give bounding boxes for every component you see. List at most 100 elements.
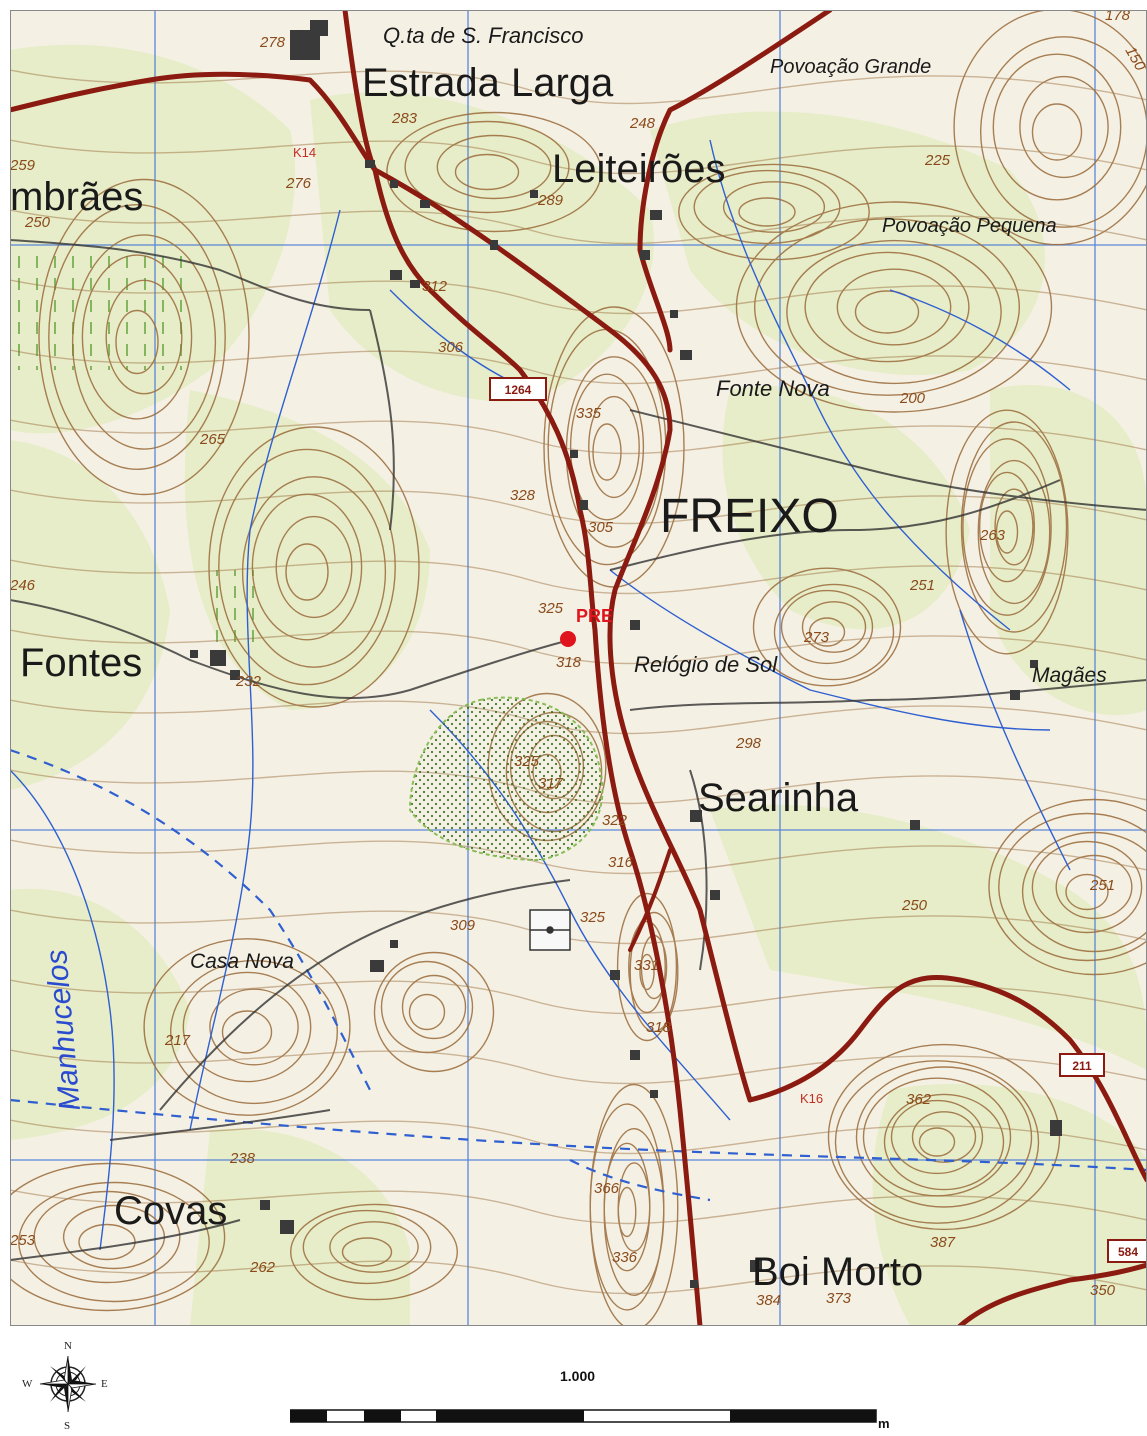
contour-ring [81,254,193,420]
contour-ring [1021,831,1147,953]
svg-text:250: 250 [901,897,928,914]
contour-line [10,1189,1147,1225]
road-badge-211: 211 [1059,1053,1105,1077]
contour-ring [911,1111,977,1163]
place-covas: Covas [114,1189,227,1233]
contour-ring [988,798,1147,976]
contour-ring [1031,103,1083,161]
contour-ring [18,1181,210,1303]
pre-marker[interactable]: PRE [560,606,613,647]
contour-ring [890,1099,984,1175]
svg-text:276: 276 [285,175,312,192]
place-names: Q.ta de S. Francisco Estrada Larga Povoa… [10,23,1107,1294]
place-mbraes: mbrães [10,175,143,219]
road-1264 [372,167,1147,1183]
contour-ring [143,938,351,1116]
svg-text:262: 262 [249,1259,276,1276]
contour-ring [1031,840,1143,934]
minor-roads [10,239,1147,1261]
compass-w: W [22,1378,33,1390]
contour-ring [588,395,640,499]
contour-ring [71,234,217,450]
place-fontes: Fontes [20,641,142,685]
place-freixo: FREIXO [660,490,839,543]
svg-text:316: 316 [608,854,634,871]
contour-ring [1019,75,1109,179]
contour-ring [808,617,846,647]
contour-line [10,1119,1147,1155]
contour-ring [827,1043,1061,1231]
svg-text:584: 584 [1118,1245,1138,1259]
svg-text:350: 350 [1090,1282,1116,1299]
svg-text:232: 232 [235,673,262,690]
svg-text:251: 251 [1089,877,1115,894]
svg-text:217: 217 [164,1032,191,1049]
compass-rose [39,1355,97,1413]
contour-ring [241,476,387,668]
svg-text:387: 387 [930,1234,956,1251]
place-relogio-de-sol: Relógio de Sol [634,652,778,677]
road-badge-1264: 1264 [489,377,547,401]
contour-ring [998,812,1147,962]
place-casa-nova: Casa Nova [190,950,294,973]
contour-ring [401,974,467,1040]
svg-text:318: 318 [646,1019,672,1036]
contour-ring [639,953,655,991]
svg-text:238: 238 [229,1150,256,1167]
contour-ring [592,423,622,481]
place-magaes: Magães [1032,664,1107,687]
contour-ring [678,163,870,261]
svg-text:306: 306 [438,339,464,356]
contour-ring [780,589,874,665]
contour-line [10,559,1147,595]
road-n-s [342,10,703,1326]
contour-ring [38,178,250,496]
svg-text:335: 335 [576,405,602,422]
svg-text:325: 325 [514,753,540,770]
contour-ring [285,543,329,601]
svg-text:312: 312 [422,278,448,295]
contour-ring [945,409,1069,655]
place-povoacao-grande: Povoação Grande [770,56,931,78]
contour-ring [182,971,312,1083]
contour-ring [373,951,495,1073]
contour-ring [105,279,183,395]
svg-text:253: 253 [10,1232,36,1249]
contour-ring [209,988,299,1066]
svg-text:273: 273 [803,629,830,646]
svg-text:246: 246 [10,577,36,594]
svg-text:263: 263 [979,527,1006,544]
contour-line [10,139,1147,175]
contour-ring [801,601,867,653]
topographic-map[interactable]: 1264 211 584 K14 K16 278 283 248 225 259… [10,10,1147,1326]
contour-line [10,1049,1147,1085]
svg-text:325: 325 [580,909,606,926]
contour-line [10,489,1147,525]
km-label-k14: K14 [293,145,316,160]
contour-ring [738,197,796,227]
place-qta-s-francisco: Q.ta de S. Francisco [383,23,584,48]
contour-ring [979,471,1036,583]
contour-ring [1055,854,1133,920]
svg-text:298: 298 [735,735,762,752]
contour-ring [589,1083,679,1326]
contour-ring [329,1221,419,1273]
km-label-k16: K16 [800,1091,823,1106]
compass-e: E [101,1378,108,1390]
place-searinha: Searinha [698,776,859,820]
svg-text:328: 328 [510,487,536,504]
svg-text:283: 283 [391,110,418,127]
svg-text:331: 331 [634,957,659,974]
contour-ring [994,488,1034,566]
contour-line [10,279,1147,315]
svg-text:265: 265 [199,431,226,448]
svg-text:200: 200 [899,390,926,407]
contour-line [10,419,1147,455]
contour-ring [862,1077,1012,1197]
contour-ring [735,201,1053,413]
contour-ring [404,120,570,214]
contour-ring [962,438,1052,616]
contour-ring [408,993,446,1031]
svg-text:289: 289 [537,192,564,209]
svg-text:366: 366 [594,1180,620,1197]
